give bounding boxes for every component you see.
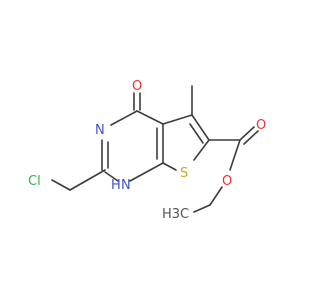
bond-ch2-cl: [51, 179, 71, 191]
atom-oxygen-keto: O: [132, 79, 142, 94]
bond-cester-oester: [229, 139, 241, 171]
atom-ethyl-terminal: H3C: [162, 207, 189, 222]
bond-ch2-ch3: [193, 204, 211, 213]
bond-oester-ch2: [209, 186, 223, 206]
bond-cester-o-b: [243, 130, 259, 145]
atom-labels: O N N H Cl S O O H3C: [28, 79, 266, 222]
atom-hydrogen-nh: H: [111, 178, 121, 193]
atom-oxygen-carbonyl: O: [256, 118, 266, 133]
bond-c2-n1: [104, 171, 119, 182]
bond-c2-ch2cl: [69, 169, 106, 191]
atom-nitrogen-3: N: [95, 123, 105, 138]
bond-s-c7a: [162, 162, 177, 171]
molecule-structure: O N N H Cl S O O H3C: [28, 79, 266, 222]
atom-oxygen-ester: O: [222, 174, 232, 189]
bond-c4a-c4: [136, 110, 164, 125]
bonds: [51, 85, 259, 213]
bond-cester-o-a: [239, 126, 255, 141]
atom-sulfur: S: [180, 166, 188, 181]
bond-c4-n3: [110, 110, 138, 126]
bond-c5-c6-b: [189, 123, 204, 144]
atom-chlorine: Cl: [28, 174, 41, 189]
bond-c4a-c5: [162, 114, 193, 125]
bond-c5-c6-a: [191, 114, 210, 141]
molecule-canvas: O N N H Cl S O O H3C: [28, 79, 266, 222]
atom-nitrogen-1: N: [121, 178, 131, 193]
bond-n1-c7a: [129, 162, 164, 182]
bond-c6-s: [193, 139, 210, 161]
